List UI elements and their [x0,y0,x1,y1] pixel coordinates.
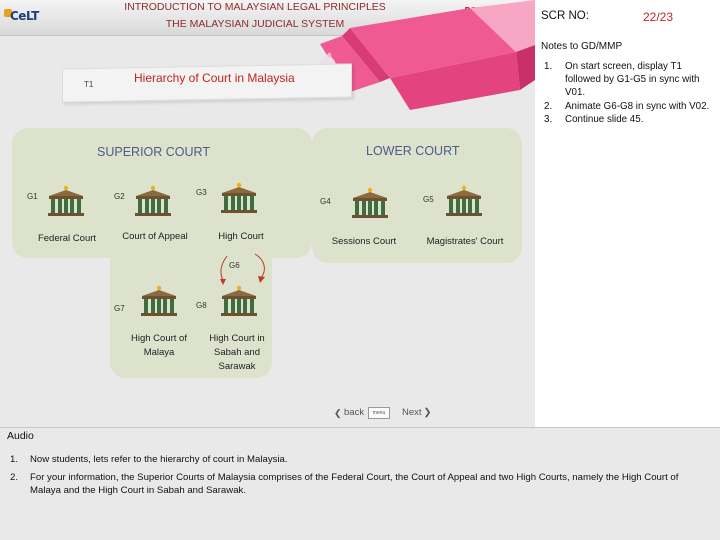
court-code-g4: G4 [320,197,331,206]
court-code-g7: G7 [114,304,125,313]
back-label: back [344,407,365,418]
courthouse-icon [141,285,177,316]
list-item: 3.Continue slide 45. [544,113,644,125]
back-button[interactable]: ❮ back [334,405,368,420]
list-item: 1.Now students, lets refer to the hierar… [10,454,288,465]
court-code-g2: G2 [114,192,125,201]
logo-mark-icon [4,9,12,17]
course-title: INTRODUCTION TO MALAYSIAN LEGAL PRINCIPL… [124,1,386,13]
courthouse-icon [446,185,482,216]
chevron-left-icon: ❮ [334,408,342,418]
court-name-magistrates: Magistrates' Court [426,236,504,247]
g6-branch-arrows-icon [220,253,265,285]
court-code-g6: G6 [229,261,240,270]
court-name-high: High Court [218,231,264,242]
courthouse-icon [221,182,257,213]
slide-navigation: ❮ back menu Next❯ [328,405,523,421]
celt-logo: CeLT [4,5,46,27]
notes-list: 1.On start screen, display T1 followed b… [544,60,716,126]
audio-script-area: Audio 1.Now students, lets refer to the … [0,427,720,540]
court-name-high-sabah-sarawak: High Court in Sabah and Sarawak [209,333,265,372]
lower-court-panel [312,128,522,263]
courthouse-icon [135,185,171,216]
court-code-g1: G1 [27,192,38,201]
slide-canvas: CeLT INTRODUCTION TO MALAYSIAN LEGAL PRI… [0,0,535,427]
superior-court-label: SUPERIOR COURT [97,145,210,159]
course-subtitle: THE MALAYSIAN JUDICIAL SYSTEM [165,18,345,30]
list-item: 2.Animate G6-G8 in sync with V02. [544,100,710,112]
courthouse-icon [352,187,388,218]
court-name-high-malaya: High Court of Malaya [131,333,187,358]
court-code-g5: G5 [423,195,434,204]
court-code-g3: G3 [196,188,207,197]
court-name-federal: Federal Court [37,233,97,244]
next-button[interactable]: Next❯ [398,405,432,420]
scr-label: SCR NO: [541,10,589,22]
audio-script-list: 1.Now students, lets refer to the hierar… [10,453,710,502]
menu-button[interactable]: menu [368,407,390,419]
audio-label: Audio [7,430,34,442]
logo-text: CeLT [10,9,39,23]
list-item: 2.For your information, the Superior Cou… [10,471,679,497]
title-banner: T1 Hierarchy of Court in Malaysia [62,63,352,103]
courthouse-icon [48,185,84,216]
notes-title: Notes to GD/MMP [541,41,623,52]
list-item: 1.On start screen, display T1 followed b… [544,61,700,99]
highlighter-marker-icon [320,0,535,110]
scr-number: 22/23 [643,10,674,24]
t1-label: T1 [84,80,94,89]
lower-court-label: LOWER COURT [366,144,460,158]
next-label: Next [402,407,422,418]
chevron-right-icon: ❯ [423,407,432,418]
court-code-g8: G8 [196,301,207,310]
slide-title: Hierarchy of Court in Malaysia [134,71,295,85]
court-name-appeal: Court of Appeal [122,231,188,242]
court-name-sessions: Sessions Court [331,236,397,247]
